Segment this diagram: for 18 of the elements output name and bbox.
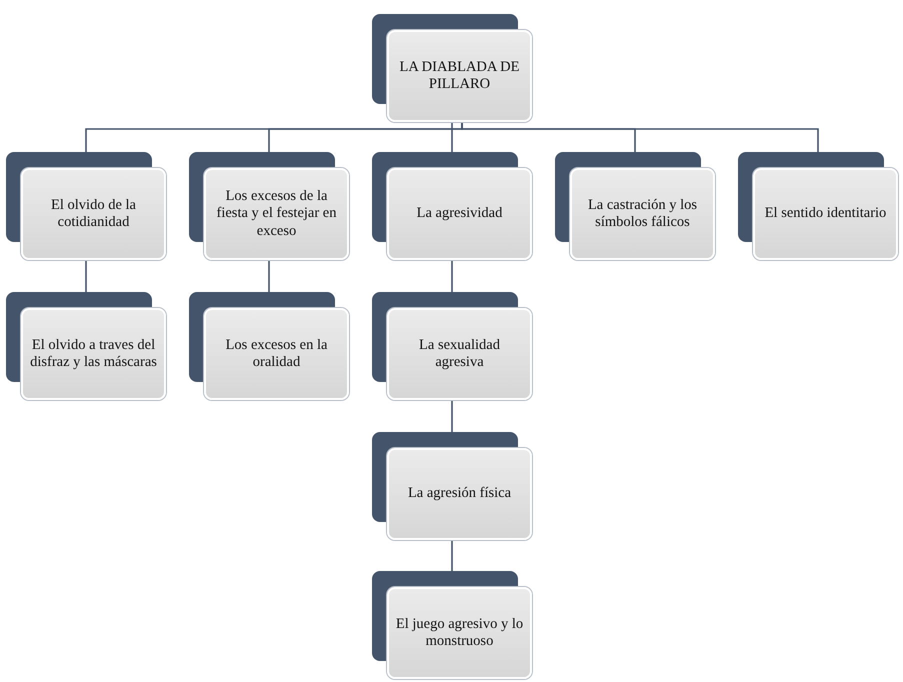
connector-line <box>451 260 453 292</box>
connector-line <box>451 122 453 152</box>
node-label: La castración y los símbolos fálicos <box>586 196 698 232</box>
node-label: La agresión física <box>408 485 512 503</box>
node-label: El juego agresivo y lo monstruoso <box>395 616 524 650</box>
node-label: El sentido identitario <box>764 205 886 223</box>
connector-line <box>85 260 87 292</box>
connector-line <box>451 400 453 432</box>
connector-line <box>268 260 270 292</box>
node-label: El olvido a traves del disfraz y las máscaras <box>29 336 158 372</box>
node-label: La sexualidad agresiva <box>418 336 501 372</box>
node-label: La agresividad <box>416 205 502 223</box>
node-label: Los excesos de la fiesta y el festejar en exceso <box>216 188 338 240</box>
node-label: LA DIABLADA DE PILLARO <box>398 58 521 94</box>
connector-line <box>451 540 453 571</box>
node-label: El olvido de la cotidianidad <box>50 196 137 232</box>
connector-line <box>461 122 819 152</box>
node-label: Los excesos en la oralidad <box>224 336 328 372</box>
